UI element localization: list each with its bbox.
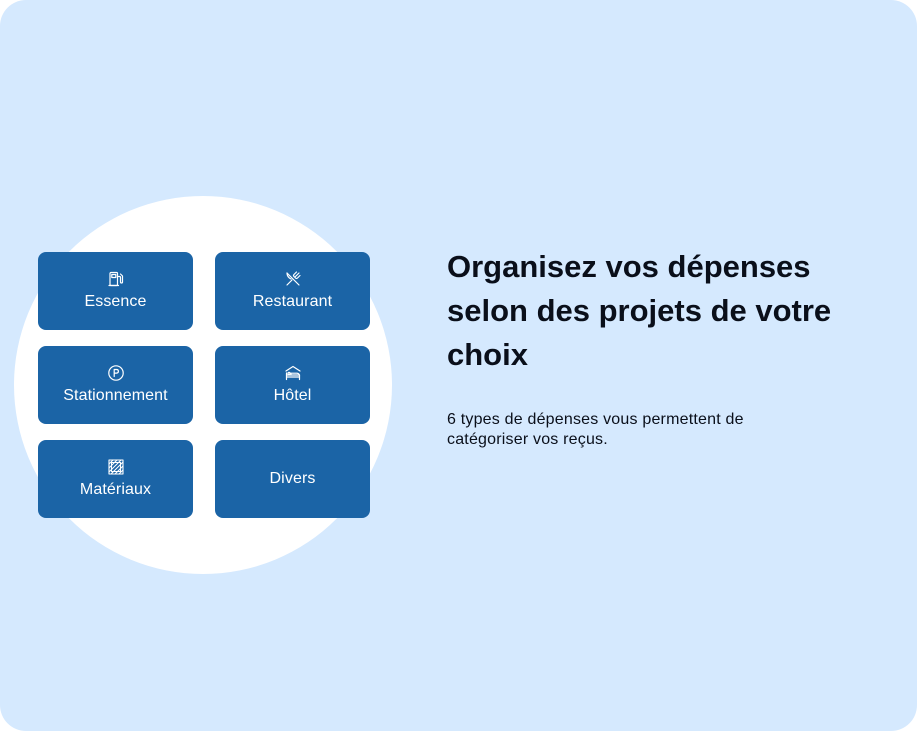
feature-description: 6 types de dépenses vous permettent de c… bbox=[447, 411, 744, 448]
category-label: Restaurant bbox=[252, 293, 333, 310]
category-tile-divers[interactable]: Divers bbox=[215, 440, 370, 518]
category-label: Matériaux bbox=[79, 481, 152, 498]
category-label: Hôtel bbox=[273, 387, 312, 404]
category-label: Divers bbox=[269, 470, 316, 487]
feature-heading: Organisez vos dépenses selon des projets… bbox=[447, 249, 832, 372]
category-tile-hotel[interactable]: Hôtel bbox=[215, 346, 370, 424]
materials-icon bbox=[107, 458, 125, 476]
category-tile-materiaux[interactable]: Matériaux bbox=[38, 440, 193, 518]
fuel-pump-icon bbox=[107, 270, 125, 288]
category-tile-stationnement[interactable]: Stationnement bbox=[38, 346, 193, 424]
category-label: Stationnement bbox=[63, 387, 168, 404]
bed-icon bbox=[284, 364, 302, 382]
category-tile-restaurant[interactable]: Restaurant bbox=[215, 252, 370, 330]
category-label: Essence bbox=[84, 293, 147, 310]
category-tile-essence[interactable]: Essence bbox=[38, 252, 193, 330]
fork-knife-icon bbox=[284, 270, 302, 288]
parking-icon bbox=[107, 364, 125, 382]
